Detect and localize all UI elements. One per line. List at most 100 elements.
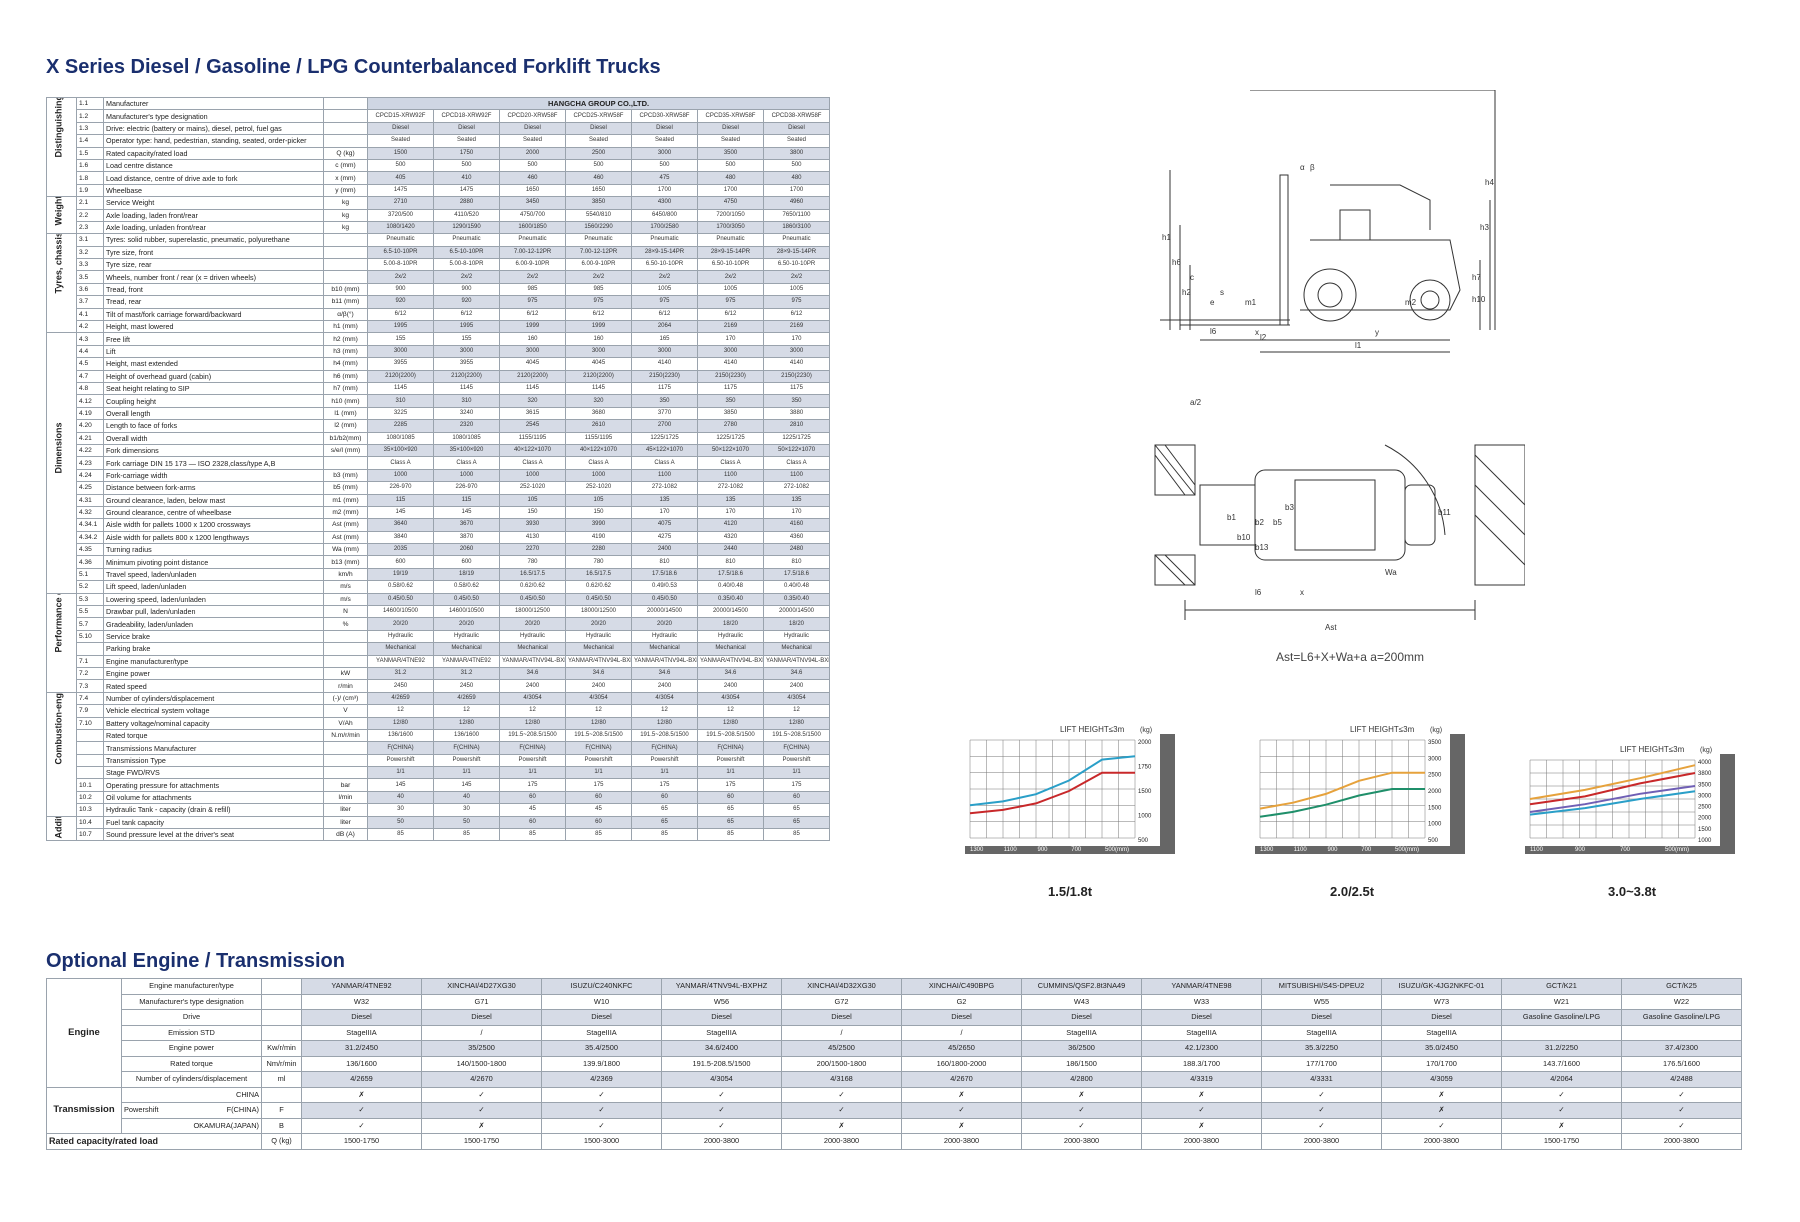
optional-cell: 45/2650 (901, 1040, 1022, 1057)
spec-cell: Diesel (565, 121, 632, 136)
spec-cell: 2120(2200) (367, 369, 434, 384)
spec-cell: 12 (762, 704, 831, 718)
spec-row-desc: Operating pressure for attachments (103, 778, 324, 792)
spec-row-number: 7.3 (76, 679, 104, 693)
spec-cell: 170 (697, 332, 764, 346)
spec-row-desc: Distance between fork-arms (103, 481, 324, 495)
spec-cell: 60 (762, 790, 831, 805)
engine-model: GCT/K25 (1621, 978, 1742, 995)
spec-cell: 35×100×920 (433, 443, 500, 458)
spec-row-number: 3.1 (76, 233, 104, 247)
spec-cell: Pneumatic (762, 233, 831, 247)
spec-cell: 226-970 (367, 481, 434, 495)
spec-cell: Seated (499, 134, 566, 148)
spec-cell: YANMAR/4TNE92 (433, 654, 500, 668)
spec-row-unit (323, 233, 368, 247)
spec-cell: Seated (367, 134, 434, 148)
spec-cell: 65 (631, 803, 698, 817)
spec-cell: 12 (631, 704, 698, 718)
dimension-label: β (1310, 163, 1315, 172)
spec-cell: 2169 (697, 320, 764, 334)
spec-row-number: 4.32 (76, 505, 104, 520)
spec-row-unit: r/min (323, 679, 368, 693)
engine-model: XINCHAI/4D27XG30 (421, 978, 542, 995)
engine-model: ISUZU/GK-4JG2NKFC-01 (1381, 978, 1502, 995)
dimension-label: m1 (1245, 298, 1257, 307)
transmission-cell: ✓ (661, 1102, 782, 1119)
spec-row-unit (323, 654, 368, 668)
engine-model: GCT/K21 (1501, 978, 1622, 995)
spec-row-desc: Free lift (103, 332, 324, 346)
dimension-label: s (1220, 288, 1224, 297)
spec-cell: Class A (565, 456, 632, 470)
spec-cell: 4750 (697, 196, 764, 210)
spec-row-desc: Manufacturer's type designation (103, 109, 324, 123)
spec-cell: 135 (697, 493, 764, 507)
spec-cell: 410 (433, 171, 500, 185)
spec-cell: 1750 (433, 146, 500, 160)
aisle-formula: Ast=L6+X+Wa+a a=200mm (1276, 650, 1424, 664)
dimension-label: y (1375, 328, 1379, 337)
spec-cell: 18/20 (697, 617, 764, 631)
spec-cell: 0.45/0.50 (499, 592, 566, 607)
spec-cell: YANMAR/4TNV94L-BXPHZ (499, 654, 566, 668)
optional-cell: 34.6/2400 (661, 1040, 782, 1057)
spec-cell: 1005 (762, 282, 831, 297)
spec-cell: 4960 (762, 196, 831, 210)
spec-row-desc: Tread, front (103, 282, 324, 297)
spec-cell: 975 (762, 295, 831, 309)
spec-cell: 60 (499, 815, 566, 830)
spec-cell: Class A (433, 456, 500, 470)
spec-cell: 6/12 (367, 307, 434, 322)
spec-row-desc: Travel speed, laden/unladen (103, 567, 324, 582)
spec-cell: 4/3054 (565, 691, 632, 706)
y-tick-label: 1000 (1138, 814, 1152, 820)
optional-cell: 160/1800-2000 (901, 1055, 1022, 1072)
transmission-cell: ✗ (1381, 1102, 1502, 1119)
spec-cell: 170 (631, 505, 698, 520)
spec-cell: 20/20 (433, 617, 500, 631)
spec-cell: 900 (433, 282, 500, 297)
spec-cell: 50 (433, 815, 500, 830)
x-unit-label: (mm) (1675, 847, 1689, 853)
optional-cell (1501, 1024, 1622, 1041)
spec-cell: 85 (367, 828, 434, 842)
spec-cell: 272-1082 (631, 481, 698, 495)
spec-cell: 1475 (367, 183, 434, 198)
spec-row-unit: x (mm) (323, 171, 368, 185)
spec-cell: 310 (367, 394, 434, 408)
spec-cell: Diesel (433, 121, 500, 136)
spec-cell: 2400 (565, 679, 632, 693)
spec-row-desc: Fuel tank capacity (103, 815, 324, 830)
transmission-cell: ✓ (301, 1102, 422, 1119)
x-tick-label: 1100 (1294, 847, 1308, 853)
spec-row-number: 1.2 (76, 109, 104, 123)
spec-cell: 4/2659 (367, 691, 434, 706)
spec-cell: Seated (697, 134, 764, 148)
spec-cell: 1700 (697, 183, 764, 198)
dimension-label: l1 (1355, 341, 1362, 350)
transmission-cell: ✓ (1261, 1117, 1382, 1134)
spec-row-desc: Length to face of forks (103, 419, 324, 433)
spec-cell: Powershift (762, 753, 831, 768)
optional-cell: Diesel (1141, 1009, 1262, 1026)
spec-cell: F(CHINA) (367, 741, 434, 755)
spec-cell: 3000 (697, 344, 764, 359)
spec-row-desc: Height of overhead guard (cabin) (103, 369, 324, 384)
spec-cell: 3640 (367, 518, 434, 532)
optional-cell: 4/2670 (901, 1071, 1022, 1088)
spec-cell: 40 (433, 790, 500, 805)
optional-cell: 188.3/1700 (1141, 1055, 1262, 1072)
spec-row-desc: Axle loading, unladen front/rear (103, 220, 324, 235)
